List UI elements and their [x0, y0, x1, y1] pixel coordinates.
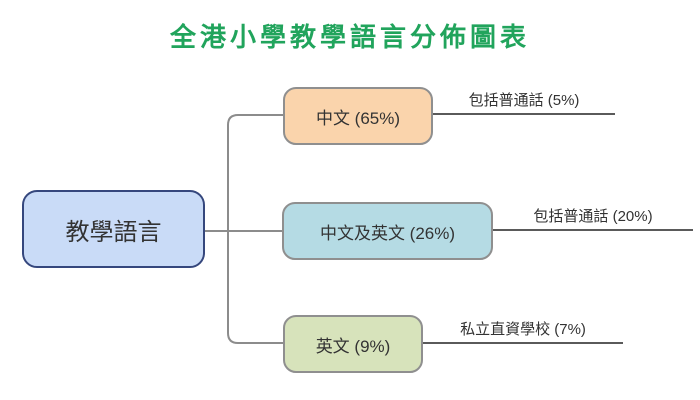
annotation-label-bottom: 私立直資學校 (7%)	[460, 321, 586, 338]
annotation-label-middle: 包括普通話 (20%)	[533, 208, 653, 225]
root-node: 教學語言	[22, 190, 205, 268]
annotation-label-top: 包括普通話 (5%)	[468, 92, 580, 109]
branch-node-chinese-and-english: 中文及英文 (26%)	[282, 202, 493, 260]
branch-node-label: 英文 (9%)	[315, 336, 391, 356]
branch-node-label: 中文及英文 (26%)	[319, 223, 456, 243]
branch-node-english: 英文 (9%)	[283, 315, 423, 373]
branch-node-chinese: 中文 (65%)	[283, 87, 433, 145]
branch-node-label: 中文 (65%)	[315, 108, 401, 128]
trunk-to-bottom-connector-line	[227, 231, 283, 344]
root-node-label: 教學語言	[65, 218, 162, 246]
trunk-to-top-connector-line	[227, 114, 283, 231]
diagram-title: 全港小學教學語言分佈圖表	[169, 23, 530, 53]
